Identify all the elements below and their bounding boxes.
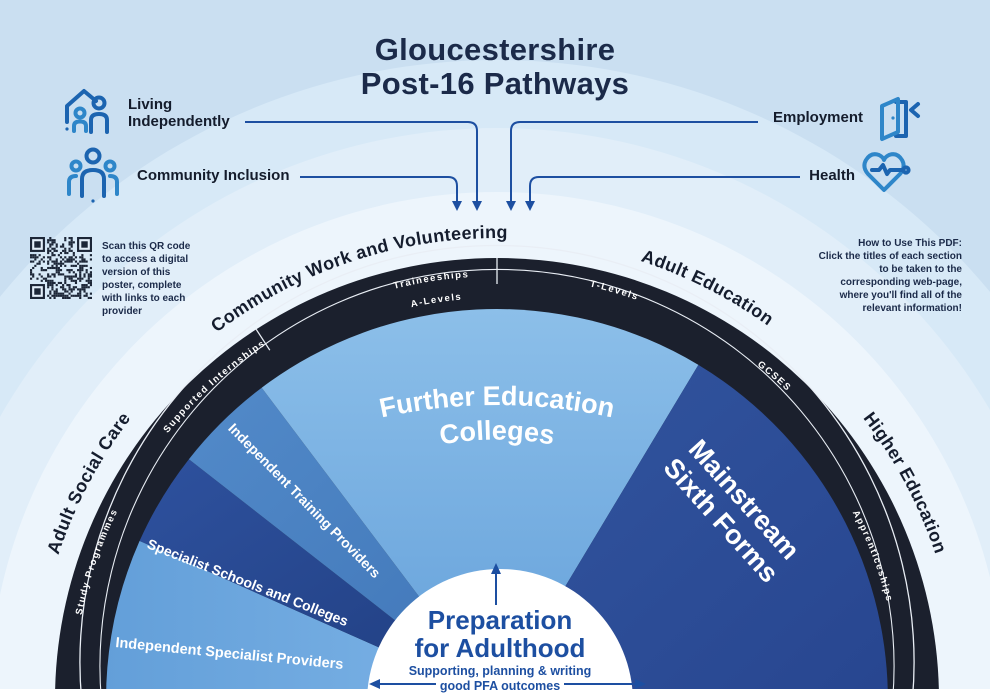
center-subtitle-line2: good PFA outcomes xyxy=(440,679,560,693)
howto-body: Click the titles of each section to be t… xyxy=(818,251,962,314)
ring-mid-arc-line xyxy=(79,244,915,700)
outcome-connectors xyxy=(245,121,800,202)
howto-note: How to Use This PDF: Click the titles of… xyxy=(810,237,962,315)
bottom-double-arrow xyxy=(369,679,646,689)
center-title-line2[interactable]: for Adulthood xyxy=(415,633,586,663)
center-subtitle-line1: Supporting, planning & writing xyxy=(409,664,592,678)
center-title-line1[interactable]: Preparation xyxy=(428,605,573,635)
community-inclusion-label: Community Inclusion xyxy=(137,167,290,184)
community-inclusion-icon xyxy=(67,147,119,203)
employment-icon xyxy=(880,97,920,141)
living-independently-label: Living Independently xyxy=(128,96,230,131)
center-up-arrow xyxy=(491,563,501,605)
poster-title: Gloucestershire Post-16 Pathways xyxy=(0,32,990,102)
qr-caption: Scan this QR code to access a digital ve… xyxy=(102,241,191,317)
qr-code xyxy=(30,237,92,299)
living-label-line2: Independently xyxy=(128,112,230,130)
living-label-line1: Living xyxy=(128,96,173,113)
ring-divider-left xyxy=(255,328,271,351)
poster-title-line2: Post-16 Pathways xyxy=(360,66,630,102)
health-label: Health xyxy=(809,167,855,184)
living-independently-icon xyxy=(65,89,109,134)
label-further-education-line2[interactable]: Colleges xyxy=(437,415,556,450)
wedge-further-education-colleges[interactable] xyxy=(261,309,699,700)
poster-title-line1: Gloucestershire xyxy=(374,32,616,67)
employment-label: Employment xyxy=(772,109,863,126)
howto-heading: How to Use This PDF: xyxy=(858,238,962,249)
center-hub xyxy=(367,569,633,700)
outcome-connector-arrowheads xyxy=(452,201,535,211)
health-icon xyxy=(862,152,911,192)
